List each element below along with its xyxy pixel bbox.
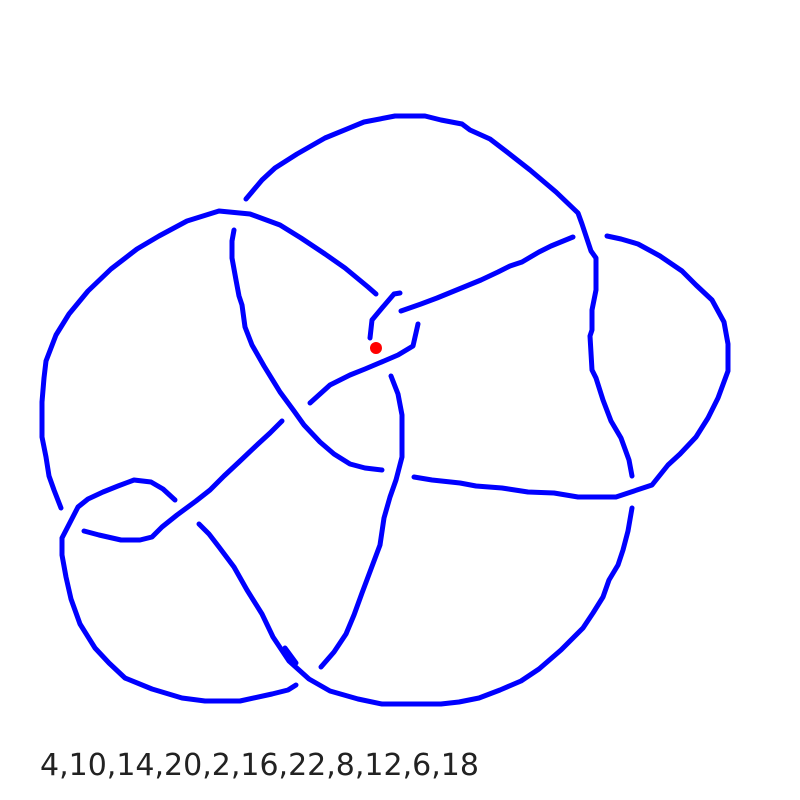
knot-strand-12 (282, 645, 299, 666)
knot-strand-8 (318, 373, 405, 670)
dowker-notation-label: 4,10,14,20,2,16,22,8,12,6,18 (40, 748, 479, 783)
start-point-marker (370, 342, 382, 354)
knot-strands (39, 113, 731, 707)
knot-strand-3 (39, 208, 379, 511)
knot-strand-5 (229, 227, 385, 473)
knot-strand-6 (398, 234, 576, 314)
knot-strand-10 (59, 477, 299, 704)
knot-strand-2 (411, 233, 731, 500)
knot-strand-11 (196, 505, 635, 707)
knot-strand-9 (81, 418, 285, 543)
knot-strand-1 (243, 113, 635, 479)
knot-strand-4 (367, 290, 403, 341)
knot-strand-7 (307, 321, 421, 406)
